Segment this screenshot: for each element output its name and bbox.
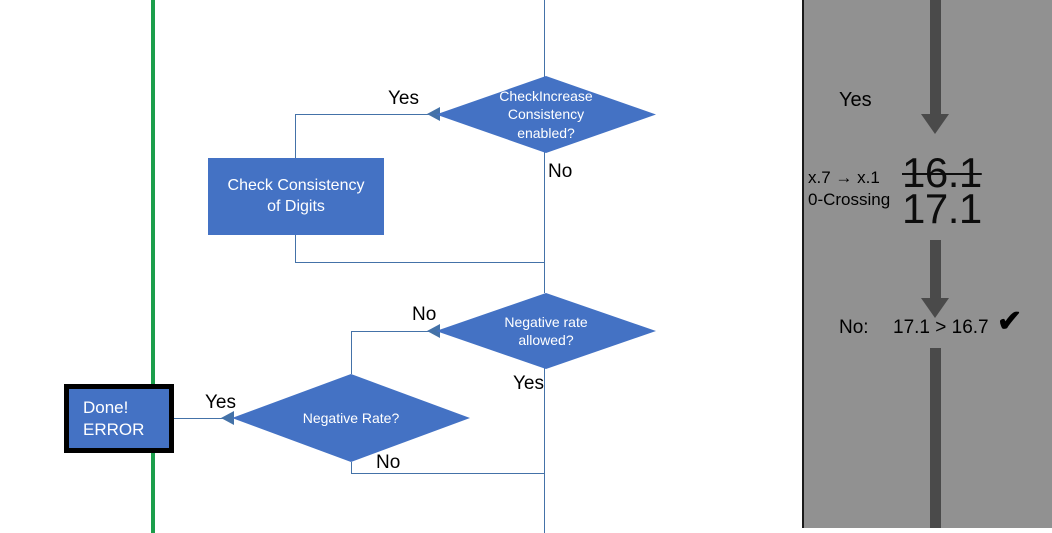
panel-arrow-shaft-top xyxy=(930,0,941,114)
connector-process-exit-horizontal xyxy=(295,262,545,263)
process-check-consistency-line2: of Digits xyxy=(267,197,325,215)
connector-negative-allowed-no-horizontal xyxy=(351,331,439,332)
panel-note-line2: 0-Crossing xyxy=(808,189,891,209)
decision-negative-rate-allowed[interactable]: Negative rate allowed? xyxy=(436,293,656,369)
connector-negative-allowed-no-vertical xyxy=(351,331,352,374)
edge-label-check-increase-no: No xyxy=(548,161,573,182)
edge-label-check-increase-yes: Yes xyxy=(388,88,419,109)
panel-comparison-expression: 17.1 > 16.7 xyxy=(893,317,989,338)
decision-negative-rate[interactable]: Negative Rate? xyxy=(232,374,470,462)
connector-negative-rate-no-vertical xyxy=(351,462,352,473)
panel-note-line1: x.7 → x.1 xyxy=(808,168,880,187)
arrowhead-into-check-increase xyxy=(427,107,440,121)
connector-yes-branch-horizontal xyxy=(295,114,439,115)
connector-yes-branch-vertical xyxy=(295,114,296,159)
connector-negative-allowed-yes-vertical xyxy=(544,368,545,473)
process-check-consistency-line1: Check Consistency xyxy=(227,177,365,195)
edge-label-negative-rate-no: No xyxy=(376,452,401,473)
panel-arrow-shaft-middle xyxy=(930,240,941,298)
panel-note-zero-crossing: x.7 → x.1 0-Crossing xyxy=(808,167,890,211)
terminal-done-error-line1: Done! xyxy=(83,397,129,417)
panel-comparison-prefix: No: xyxy=(839,317,869,338)
arrowhead-into-negative-rate xyxy=(221,411,234,425)
panel-branch-label: Yes xyxy=(839,89,872,111)
green-divider-line xyxy=(151,0,155,533)
edge-label-negative-allowed-yes: Yes xyxy=(513,373,544,394)
decision-check-increase-consistency[interactable]: CheckIncrease Consistency enabled? xyxy=(436,76,656,153)
panel-checkmark-icon: ✔ xyxy=(997,305,1023,338)
terminal-done-error[interactable]: Done! ERROR xyxy=(64,384,174,453)
panel-arrow-shaft-bottom xyxy=(930,348,941,528)
edge-label-negative-allowed-no: No xyxy=(412,304,437,325)
panel-value-current: 17.1 xyxy=(902,185,982,232)
connector-top-spine xyxy=(544,0,545,77)
panel-value-struck: 16.1 xyxy=(902,149,982,196)
connector-process-exit-vertical xyxy=(295,235,296,262)
panel-arrow-head-middle xyxy=(921,298,949,318)
edge-label-negative-rate-yes: Yes xyxy=(205,392,236,413)
process-check-consistency-of-digits[interactable]: Check Consistency of Digits xyxy=(208,158,384,235)
connector-no-branch-vertical xyxy=(544,152,545,293)
connector-negative-rate-no-horizontal xyxy=(351,473,545,474)
annotation-panel: Yes x.7 → x.1 0-Crossing 16.1 17.1 No: 1… xyxy=(802,0,1052,528)
panel-arrow-head-top xyxy=(921,114,949,134)
connector-bottom-spine xyxy=(544,473,545,533)
arrowhead-into-negative-allowed xyxy=(427,324,440,338)
terminal-done-error-line2: ERROR xyxy=(83,419,145,439)
connector-negative-rate-yes-horizontal xyxy=(174,418,233,419)
